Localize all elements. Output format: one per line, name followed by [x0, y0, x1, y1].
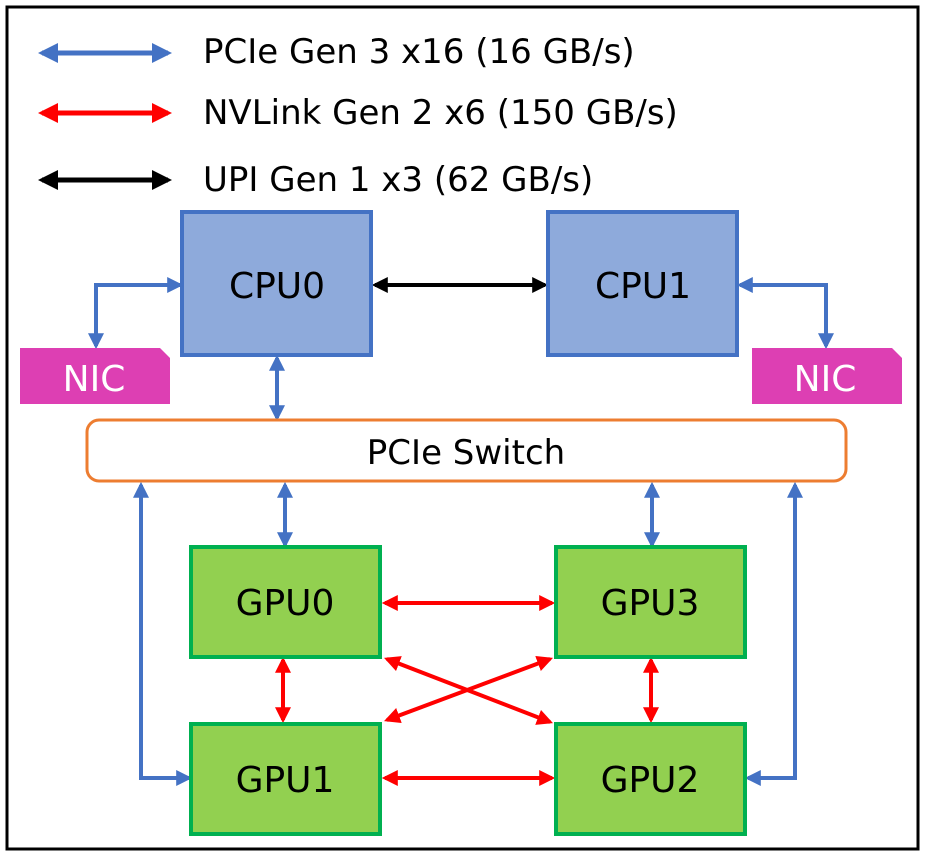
node-cpu0[interactable]: CPU0 [180, 210, 373, 357]
node-gpu3[interactable]: GPU3 [554, 545, 747, 659]
gpu3-label: GPU3 [601, 583, 700, 624]
pcie-switch-label: PCIe Switch [367, 433, 565, 473]
gpu0-label: GPU0 [236, 583, 335, 624]
node-gpu0[interactable]: GPU0 [189, 545, 382, 659]
cpu0-label: CPU0 [229, 266, 325, 307]
node-gpu2[interactable]: GPU2 [554, 722, 747, 836]
link-gpu1-switch [133, 481, 193, 786]
link-cpu1-nic-right [736, 277, 834, 350]
node-cpu1[interactable]: CPU1 [546, 210, 739, 357]
nic-left-label: NIC [63, 359, 126, 400]
link-gpu3-gpu1-nvlink [384, 655, 553, 724]
legend-pcie-label: PCIe Gen 3 x16 (16 GB/s) [203, 32, 635, 72]
gpu2-label: GPU2 [601, 760, 700, 801]
legend: PCIe Gen 3 x16 (16 GB/s) NVLink Gen 2 x6… [38, 32, 678, 200]
node-gpu1[interactable]: GPU1 [189, 722, 382, 836]
nic-right-label: NIC [794, 359, 857, 400]
legend-upi-label: UPI Gen 1 x3 (62 GB/s) [203, 160, 593, 200]
node-nic-left[interactable]: NIC [20, 348, 170, 404]
cpu1-label: CPU1 [595, 266, 691, 307]
legend-nvlink-label: NVLink Gen 2 x6 (150 GB/s) [203, 93, 678, 133]
link-gpu2-switch [744, 481, 803, 786]
node-nic-right[interactable]: NIC [752, 348, 902, 404]
links [88, 277, 834, 786]
link-cpu0-nic-left [88, 277, 184, 350]
gpu1-label: GPU1 [236, 760, 335, 801]
node-pcie-switch[interactable]: PCIe Switch [85, 418, 848, 483]
